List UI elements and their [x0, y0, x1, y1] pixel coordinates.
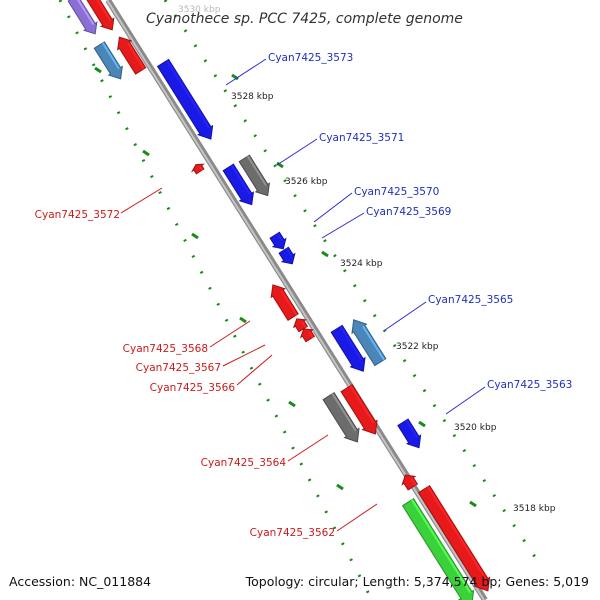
- tick-label-3520: 3520 kbp: [454, 423, 497, 433]
- leader-3564: [287, 434, 329, 462]
- tick-label-3526: 3526 kbp: [285, 177, 328, 187]
- tick-label-3530: 3530 kbp: [178, 5, 221, 15]
- outer-dotted-track: [163, 0, 539, 561]
- gene-red-3564b[interactable]: [340, 384, 378, 435]
- gene-3573[interactable]: [156, 58, 214, 140]
- gene-red-3562b[interactable]: [401, 474, 419, 491]
- gene-red-3562b-highlight: [410, 477, 417, 486]
- leader-3562: [336, 503, 378, 532]
- leader-3567: [222, 344, 266, 367]
- gene-green-bottom-highlight: [411, 499, 472, 594]
- gene-3564-highlight: [331, 393, 357, 432]
- accession-text: Accession: NC_011884: [9, 574, 151, 589]
- tick-dash: [418, 420, 426, 428]
- tick-label-3524: 3524 kbp: [340, 259, 383, 269]
- label-leaders: [120, 58, 486, 532]
- gene-3568[interactable]: [270, 284, 299, 321]
- gene-3562[interactable]: [417, 485, 491, 592]
- gene-3573-highlight: [166, 59, 211, 129]
- inner-dotted-track: [58, 0, 374, 600]
- leader-3573: [225, 58, 267, 86]
- gene-red-3574[interactable]: [117, 36, 147, 75]
- gene-purple-top[interactable]: [67, 0, 98, 35]
- gene-3565[interactable]: [351, 319, 387, 367]
- tick-dash: [336, 483, 344, 491]
- gene-red-top[interactable]: [85, 0, 115, 31]
- gene-features: [67, 0, 491, 600]
- gene-label-3570[interactable]: Cyan7425_3570: [354, 186, 439, 198]
- leader-3568: [209, 320, 251, 348]
- leader-3569: [321, 212, 365, 239]
- gene-label-3573[interactable]: Cyan7425_3573: [268, 52, 353, 64]
- tick-dash: [276, 161, 284, 169]
- tick-dash: [469, 500, 477, 508]
- tick-label-3522: 3522 kbp: [396, 342, 439, 352]
- tick-dash: [288, 400, 296, 408]
- gene-3568-highlight: [280, 290, 298, 316]
- gene-3567-highlight: [301, 321, 307, 329]
- gene-purple-top-highlight: [76, 0, 95, 26]
- gene-steel-top[interactable]: [93, 41, 123, 80]
- gene-label-3571[interactable]: Cyan7425_3571: [319, 132, 404, 144]
- topology-text: Topology: circular; Length: 5,374,574 bp…: [245, 574, 589, 589]
- gene-3570-highlight: [276, 232, 284, 242]
- gene-label-3568[interactable]: Cyan7425_3568: [123, 343, 208, 355]
- gene-label-3563[interactable]: Cyan7425_3563: [487, 379, 572, 391]
- leader-3572: [120, 187, 163, 214]
- genome-title: Cyanothece sp. PCC 7425, complete genome: [146, 11, 463, 27]
- gene-3570[interactable]: [269, 231, 287, 250]
- leader-3566: [236, 354, 273, 386]
- gene-label-3564[interactable]: Cyan7425_3564: [201, 457, 287, 469]
- gene-label-3565[interactable]: Cyan7425_3565: [428, 294, 513, 306]
- gene-3571[interactable]: [238, 154, 271, 197]
- leader-3565: [384, 301, 427, 331]
- gene-3571-highlight: [246, 155, 267, 186]
- tick-dash: [239, 316, 247, 324]
- gene-3569[interactable]: [278, 246, 296, 265]
- gene-3572-highlight: [199, 165, 204, 171]
- gene-blue-3571b-highlight: [230, 164, 251, 195]
- tick-label-3528: 3528 kbp: [231, 92, 274, 102]
- tick-dash: [94, 66, 102, 74]
- tick-dash: [231, 73, 239, 81]
- gene-label-3566[interactable]: Cyan7425_3566: [150, 382, 236, 394]
- leader-3563: [445, 386, 486, 415]
- gene-3563-highlight: [405, 419, 419, 438]
- leader-3570: [313, 192, 353, 223]
- gene-label-3572[interactable]: Cyan7425_3572: [35, 209, 120, 221]
- gene-3566[interactable]: [299, 328, 316, 343]
- gene-red-3574-highlight: [127, 42, 145, 70]
- gene-red-3564b-highlight: [349, 385, 375, 424]
- genome-backbone-highlight: [106, 0, 485, 600]
- gene-3563[interactable]: [397, 418, 422, 449]
- gene-3564[interactable]: [322, 392, 360, 443]
- gene-blue-3571b[interactable]: [222, 163, 255, 206]
- tick-dash: [321, 250, 329, 258]
- gene-blue-3565b-highlight: [339, 325, 363, 361]
- gene-3569-highlight: [285, 247, 293, 257]
- gene-3562-highlight: [427, 486, 488, 581]
- tick-dash: [142, 149, 150, 157]
- gene-label-3567[interactable]: Cyan7425_3567: [136, 362, 221, 374]
- leader-3571: [276, 138, 318, 166]
- tick-dash: [191, 232, 199, 240]
- tick-label-3518: 3518 kbp: [513, 504, 556, 514]
- gene-blue-3565b[interactable]: [330, 324, 366, 372]
- gene-label-3569[interactable]: Cyan7425_3569: [366, 206, 451, 218]
- gene-red-top-highlight: [96, 0, 112, 22]
- gene-label-3562[interactable]: Cyan7425_3562: [250, 527, 335, 539]
- gene-green-bottom[interactable]: [401, 498, 475, 600]
- gene-3565-highlight: [362, 325, 385, 361]
- gene-steel-top-highlight: [101, 42, 120, 70]
- gene-3566-highlight: [308, 331, 314, 339]
